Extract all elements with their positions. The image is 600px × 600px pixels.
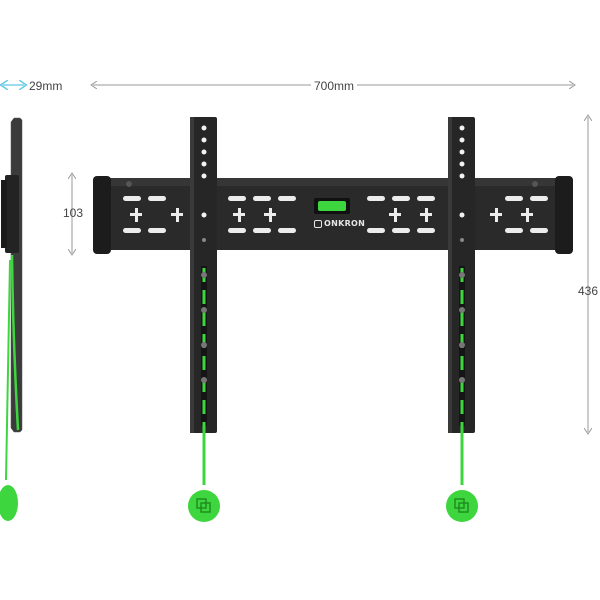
- bracket-height-label: 103: [63, 206, 84, 220]
- width-label: 700mm: [311, 79, 358, 93]
- right-pull-tab: [446, 490, 478, 522]
- right-vertical-arm: [446, 117, 478, 522]
- left-pull-tab: [188, 490, 220, 522]
- side-view-mount: [0, 117, 23, 521]
- total-height-label: 436: [578, 284, 599, 298]
- wall-plate: [93, 176, 573, 254]
- side-pull-tab: [0, 485, 18, 521]
- onkron-logo-icon: [314, 219, 322, 228]
- depth-label: 29mm: [29, 79, 63, 93]
- brand-logo: ONKRON: [314, 219, 365, 228]
- left-vertical-arm: [188, 117, 220, 522]
- brand-name: ONKRON: [324, 219, 366, 228]
